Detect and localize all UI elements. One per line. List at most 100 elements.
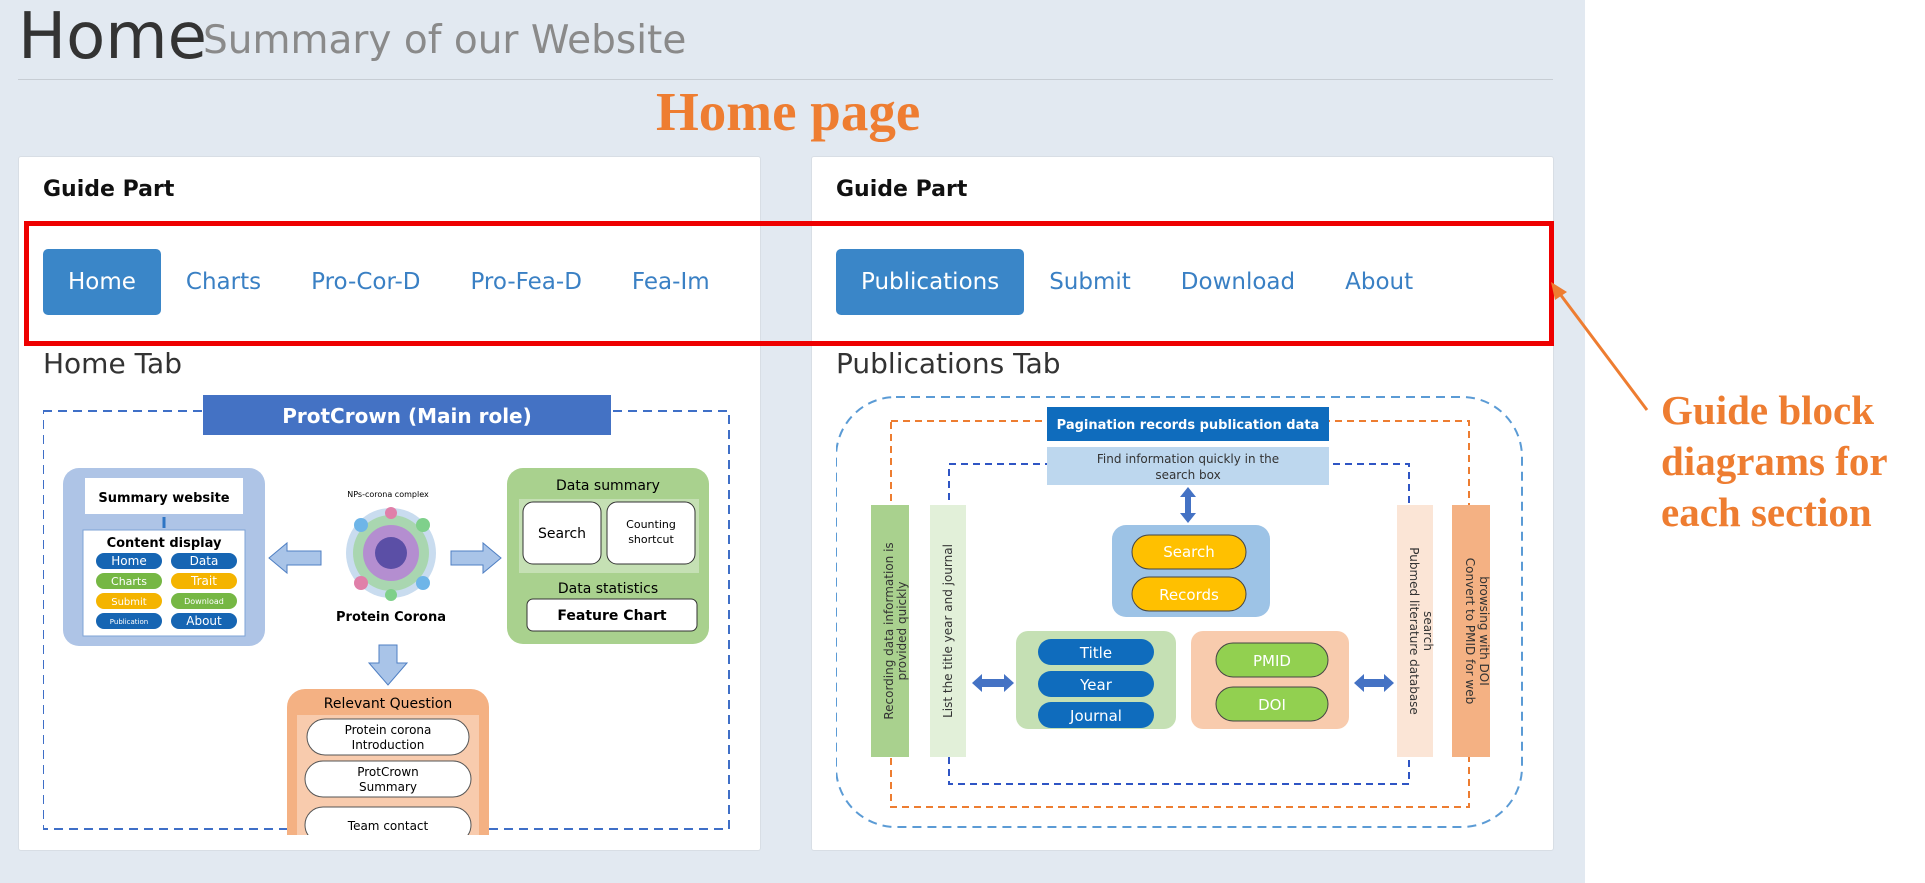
content-pill-download — [171, 593, 237, 609]
right-double-arrow-icon — [1354, 674, 1394, 692]
question-intro-label-1: Protein corona — [345, 723, 432, 737]
content-pill-trait-label: Trait — [190, 574, 217, 588]
tab-pro-fea-d[interactable]: Pro-Fea-D — [470, 269, 582, 295]
content-pill-publication-label: Publication — [110, 618, 148, 626]
tab-download[interactable]: Download — [1180, 269, 1296, 295]
left-arrow-icon — [268, 541, 322, 575]
down-arrow-icon — [367, 644, 409, 686]
home-page-annotation: Home page — [656, 81, 921, 142]
home-nav-tabs: Home Charts Pro-Cor-D Pro-Fea-D Fea-Im — [43, 249, 735, 315]
guide-part-title: Guide Part — [43, 177, 175, 202]
arrowhead-icon — [1551, 282, 1567, 300]
pagination-box — [1047, 407, 1329, 441]
search-label: Search — [538, 526, 586, 542]
main-role-label: ProtCrown (Main role) — [282, 404, 532, 428]
tab-home[interactable]: Home — [43, 249, 161, 315]
content-display-label: Content display — [107, 536, 222, 551]
search-box — [522, 501, 602, 565]
main-role-box — [203, 395, 611, 435]
relevant-question-label: Relevant Question — [324, 696, 453, 712]
question-summary-box — [304, 760, 472, 798]
tab-about[interactable]: About — [1345, 269, 1414, 295]
year-pill-label: Year — [1079, 676, 1113, 694]
year-pill — [1038, 671, 1154, 697]
pubmed-bar — [1397, 505, 1433, 757]
find-info-label-2: search box — [1155, 468, 1220, 482]
question-summary-label-1: ProtCrown — [357, 765, 419, 779]
data-summary-label: Data summary — [556, 478, 660, 494]
title-pill-label: Title — [1079, 644, 1112, 662]
doi-pill — [1215, 686, 1329, 722]
recording-label-2: provided quickly — [895, 581, 909, 680]
content-pill-download-label: Download — [184, 597, 224, 606]
protein-corona-label: Protein Corona — [336, 610, 446, 625]
list-title-bar — [930, 505, 966, 757]
data-statistics-label: Data statistics — [558, 581, 658, 597]
question-intro-label-2: Introduction — [352, 738, 425, 752]
records-pill — [1131, 576, 1247, 612]
blue-dashed-frame — [948, 463, 1410, 785]
question-team-box — [304, 806, 472, 835]
tab-submit[interactable]: Submit — [1049, 269, 1131, 295]
highlight-box — [24, 221, 1554, 346]
find-info-box — [1047, 447, 1329, 485]
search-pill — [1131, 534, 1247, 570]
content-pill-about — [171, 613, 237, 629]
publications-tab-heading: Publications Tab — [836, 347, 1061, 380]
tab-pro-cor-d[interactable]: Pro-Cor-D — [311, 269, 421, 295]
counting-label: Counting — [626, 518, 676, 531]
content-pill-submit-label: Submit — [111, 597, 147, 608]
recording-label-1: Recording data information is — [882, 542, 896, 719]
annotation-arrow — [1551, 282, 1649, 411]
pmid-pill — [1215, 642, 1329, 678]
tab-charts[interactable]: Charts — [185, 269, 262, 295]
journal-pill — [1038, 702, 1154, 728]
tab-fea-im[interactable]: Fea-Im — [631, 269, 710, 295]
convert-label-1: Convert to PMID for web — [1463, 558, 1477, 704]
header-divider — [18, 79, 1553, 80]
content-pill-submit — [96, 593, 162, 609]
publications-tab-diagram: Pagination records publication data Find… — [836, 396, 1523, 828]
feature-chart-label: Feature Chart — [557, 608, 666, 624]
convert-label-2: browsing with DOI — [1477, 576, 1491, 686]
right-arrow-icon — [450, 541, 502, 575]
doi-pill-label: DOI — [1258, 696, 1286, 714]
publications-nav-tabs: Publications Submit Download About — [836, 249, 1438, 315]
left-double-arrow-icon — [972, 674, 1014, 692]
search-pill-label: Search — [1163, 543, 1215, 561]
title-pill — [1038, 639, 1154, 665]
content-pill-about-label: About — [186, 614, 222, 628]
feature-chart-box — [526, 598, 698, 632]
pubmed-label-1: Pubmed literature database — [1407, 547, 1421, 715]
page-title: Home — [18, 0, 207, 74]
shortcut-label: shortcut — [628, 533, 674, 546]
pubmed-label-2: search — [1421, 611, 1435, 651]
convert-doi-bar — [1452, 505, 1490, 757]
records-pill-label: Records — [1159, 586, 1219, 604]
content-pill-publication — [96, 613, 162, 629]
tab-publications[interactable]: Publications — [836, 249, 1025, 315]
content-pill-charts — [96, 573, 162, 589]
question-intro-box — [306, 718, 470, 756]
journal-pill-label: Journal — [1069, 707, 1122, 725]
annotation-arrow-line — [1555, 289, 1649, 411]
guide-block-annotation: Guide block diagrams for each section — [1661, 387, 1887, 535]
home-tab-diagram: ProtCrown (Main role) Summary website Co… — [43, 395, 730, 835]
protein-corona-image — [346, 507, 436, 601]
summary-website-label: Summary website — [98, 491, 229, 506]
content-pill-data-label: Data — [190, 554, 219, 568]
content-pill-trait — [171, 573, 237, 589]
guide-panel-home: Guide Part Home Charts Pro-Cor-D Pro-Fea… — [18, 156, 761, 851]
page-subtitle: Summary of our Website — [203, 18, 687, 63]
content-pill-charts-label: Charts — [111, 575, 147, 588]
pagination-label: Pagination records publication data — [1057, 418, 1320, 433]
home-tab-heading: Home Tab — [43, 347, 182, 380]
guide-part-title: Guide Part — [836, 177, 968, 202]
recording-info-bar — [871, 505, 909, 757]
content-pill-home — [96, 553, 162, 569]
vertical-double-arrow-icon — [1180, 487, 1196, 523]
complex-label: NPs-corona complex — [347, 490, 429, 499]
find-info-label-1: Find information quickly in the — [1097, 452, 1279, 466]
pmid-pill-label: PMID — [1253, 652, 1291, 670]
